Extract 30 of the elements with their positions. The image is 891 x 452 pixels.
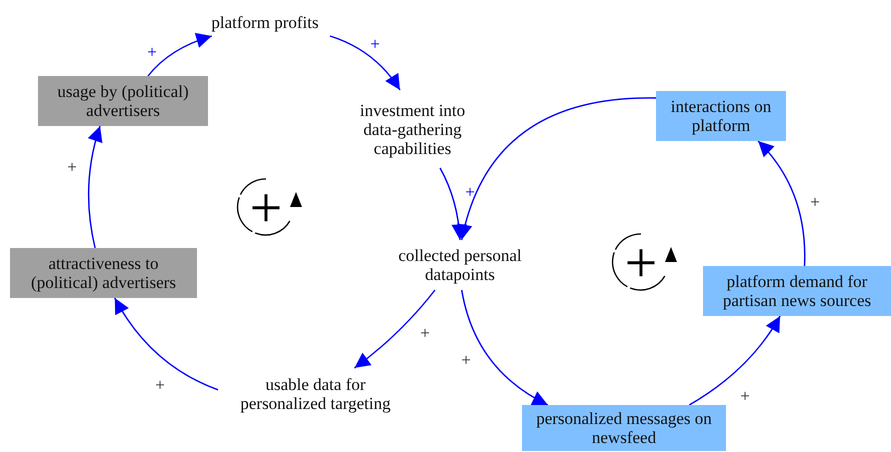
causal-arrow [688, 316, 781, 406]
variable-box: attractiveness to (political) advertisers [10, 248, 197, 298]
causal-arrow [147, 33, 212, 76]
causal-arrow [458, 97, 656, 240]
causal-arrow [439, 168, 467, 240]
causal-arrow [758, 140, 806, 266]
causal-arrow [88, 126, 103, 248]
polarity-sign: + [67, 158, 77, 176]
causal-arrow [461, 290, 548, 406]
loop-polarity-sign: + [250, 183, 282, 233]
variable-box: platform demand for partisan news sources [703, 266, 891, 316]
polarity-sign: + [461, 352, 471, 368]
loop-polarity-sign: + [624, 238, 658, 288]
polarity-sign: + [740, 388, 750, 404]
polarity-sign: + [420, 324, 430, 342]
polarity-sign: + [147, 44, 157, 60]
variable-label: usable data for personalized targeting [218, 368, 413, 420]
polarity-sign: + [465, 184, 475, 200]
polarity-sign: + [370, 36, 380, 52]
polarity-sign: + [810, 194, 820, 210]
variable-box: interactions on platform [656, 91, 786, 141]
causal-arrow [354, 290, 436, 369]
causal-arrow [330, 35, 401, 90]
variable-label: collected personal datapoints [375, 240, 545, 290]
causal-arrow [114, 298, 218, 390]
variable-label: investment into data-gathering capabilities [340, 90, 485, 168]
variable-box: personalized messages on newsfeed [522, 405, 726, 451]
polarity-sign: + [155, 376, 165, 394]
variable-box: usage by (political) advertisers [38, 76, 208, 126]
variable-label: platform profits [195, 8, 335, 36]
